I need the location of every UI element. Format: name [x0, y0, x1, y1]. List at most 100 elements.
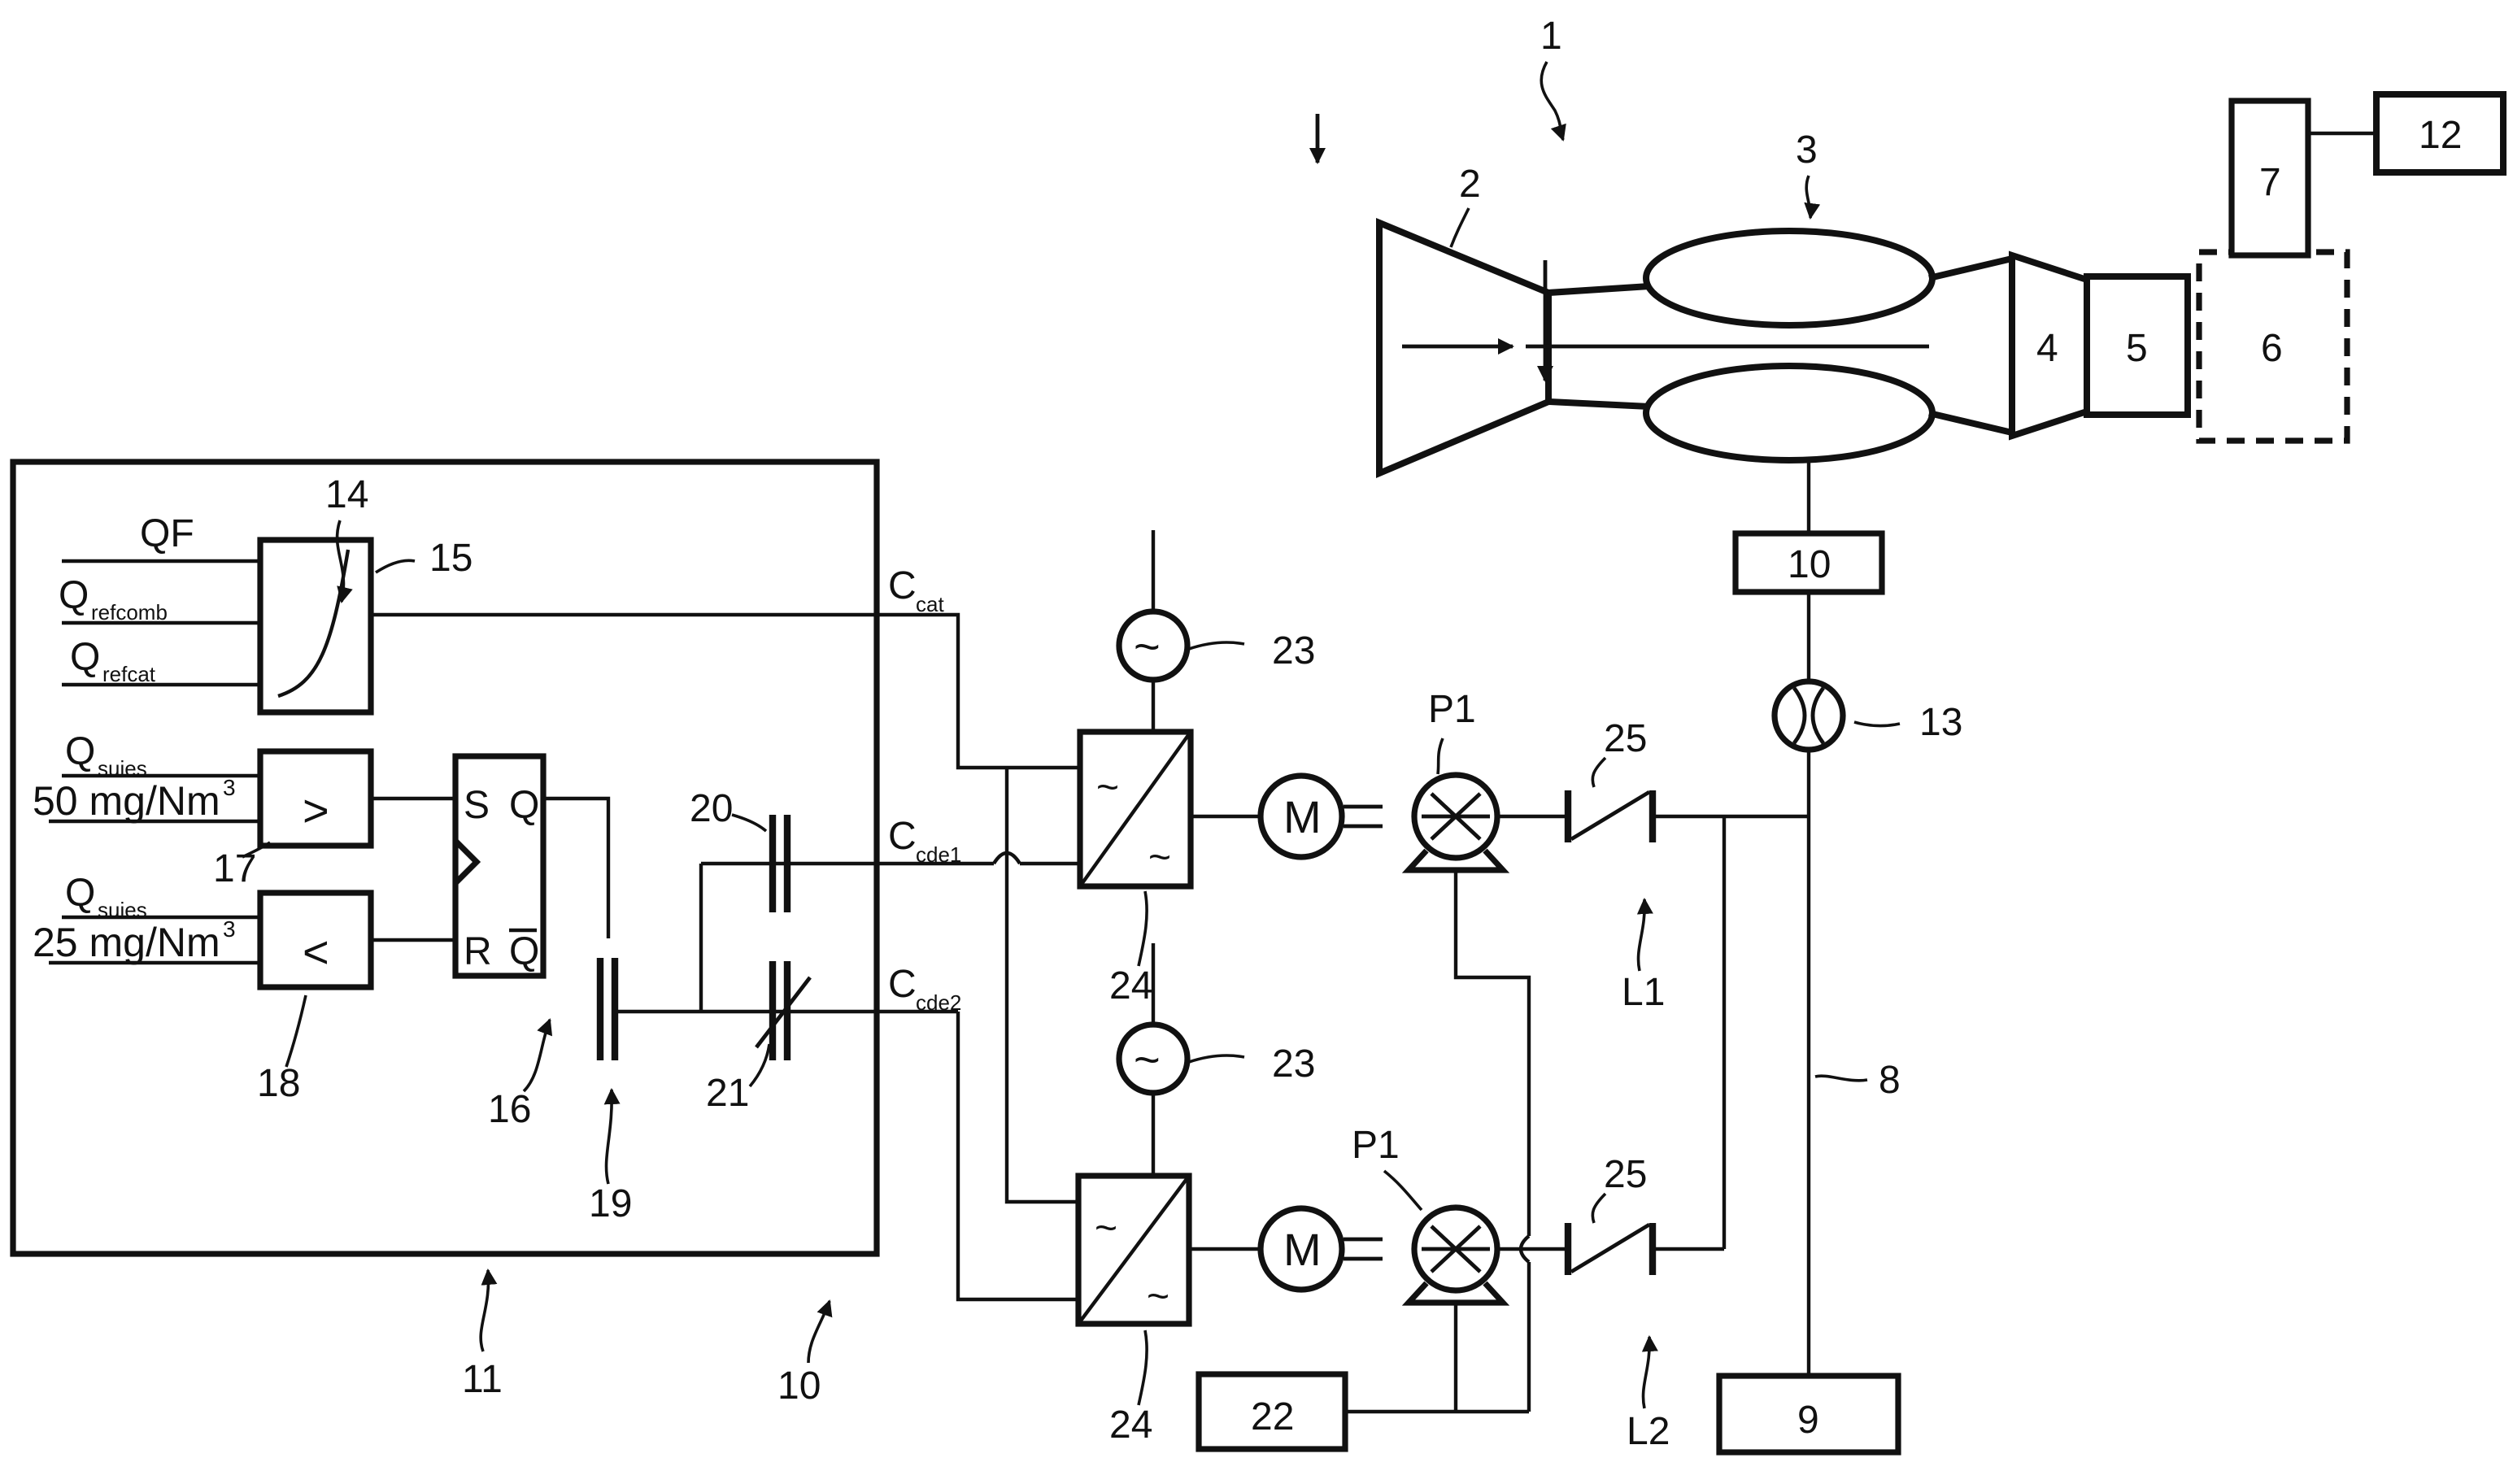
motor-bottom	[1257, 1205, 1345, 1293]
engine-assembly: 1 2 3 4 5 6 7 12	[1309, 15, 2506, 479]
label-7: 7	[2259, 161, 2281, 204]
valve-13	[1771, 678, 1846, 753]
label-ccde2-base: C	[888, 963, 917, 1006]
converter-top-diagonal	[1078, 730, 1192, 888]
label-threshold-low-exp: 3	[223, 916, 236, 942]
leader-8	[1814, 1074, 1868, 1082]
sr-flipflop-box	[452, 753, 547, 979]
label-15: 15	[429, 537, 473, 580]
leader-l2	[1641, 1335, 1658, 1409]
label-1: 1	[1540, 15, 1562, 58]
label-qrefcomb-sub: refcomb	[91, 600, 168, 624]
contact-21-slash	[755, 976, 812, 1049]
leader-16	[522, 1018, 553, 1093]
valve-bottom-slash	[1570, 1222, 1651, 1274]
pump-top-star-icon	[1422, 792, 1490, 841]
label-l1: L1	[1622, 971, 1665, 1014]
command-signal-lines: C cat C cde1 C cde2	[371, 564, 1080, 1302]
box-12	[2373, 91, 2506, 176]
map-curve	[277, 549, 351, 698]
injection-branch-top: ~ 23 ~ ~ 24 M P1 25 L1	[1077, 530, 1809, 1014]
label-2: 2	[1459, 163, 1481, 206]
label-14: 14	[325, 473, 368, 516]
label-qsuies2-base: Q	[65, 872, 95, 915]
q-output-wire	[543, 796, 611, 938]
leader-p1-bottom	[1383, 1169, 1423, 1212]
flipflop-reset: R	[464, 930, 492, 973]
label-24-bottom: 24	[1109, 1403, 1152, 1447]
leader-l1	[1636, 898, 1653, 972]
shaft-bottom	[1344, 1237, 1383, 1261]
valve-13-ball-arcs	[1792, 686, 1825, 745]
ccat-wire	[371, 612, 1080, 770]
label-23-bottom: 23	[1272, 1042, 1315, 1086]
label-22: 22	[1251, 1395, 1294, 1438]
label-ccat-sub: cat	[916, 592, 944, 616]
label-threshold-high: 50 mg/Nm	[33, 778, 220, 824]
flipflop-q: Q	[509, 784, 539, 827]
label-qsuies1-sub: suies	[98, 756, 147, 781]
label-16: 16	[488, 1088, 531, 1131]
leader-14	[335, 520, 353, 603]
leader-20	[731, 813, 768, 833]
label-19: 19	[589, 1182, 632, 1225]
leader-2	[1449, 207, 1470, 248]
ac-source-bottom-sign: ~	[1134, 1034, 1161, 1085]
leader-17	[242, 841, 271, 859]
ac-source-top-sign: ~	[1134, 620, 1161, 672]
label-12: 12	[2419, 114, 2462, 157]
leader-19	[603, 1088, 621, 1185]
label-ccat-base: C	[888, 564, 917, 607]
leader-25-top	[1591, 756, 1607, 788]
label-20: 20	[690, 787, 733, 830]
fan-ellipse-bottom	[1643, 363, 1936, 463]
fan-ellipse-top	[1643, 228, 1936, 329]
label-qrefcat-base: Q	[70, 636, 100, 679]
converter-bottom-ac-in: ~	[1095, 1207, 1117, 1250]
flipflop-chevron	[453, 838, 481, 886]
comparator-low-sign: <	[303, 926, 329, 977]
label-25-top: 25	[1604, 717, 1647, 760]
label-25-bottom: 25	[1604, 1153, 1647, 1196]
leader-24-top	[1137, 890, 1148, 967]
box-9	[1716, 1373, 1901, 1456]
leader-3	[1804, 175, 1821, 220]
label-13: 13	[1919, 701, 1962, 744]
label-10-box: 10	[1788, 543, 1831, 586]
box-7	[2228, 98, 2311, 259]
leader-10-pointer	[807, 1299, 833, 1364]
leader-24-bottom	[1137, 1330, 1148, 1406]
label-6: 6	[2261, 327, 2283, 370]
duct-lines	[1548, 255, 2013, 436]
leader-18	[285, 994, 307, 1068]
label-11: 11	[462, 1358, 503, 1401]
pump-bottom	[1411, 1204, 1500, 1294]
ccat-branch-wire	[1004, 768, 1078, 1204]
label-qrefcat-sub: refcat	[102, 662, 156, 686]
leader-11	[479, 1269, 498, 1352]
leader-13	[1853, 720, 1901, 728]
motor-top-letter: M	[1283, 791, 1322, 842]
label-threshold-low: 25 mg/Nm	[33, 920, 220, 965]
pump-top	[1411, 772, 1500, 861]
converter-bottom-ac-out: ~	[1147, 1275, 1169, 1318]
valve-top-slash	[1570, 790, 1651, 842]
shaft-top	[1344, 804, 1383, 829]
control-unit-block: 15 QF Q refcomb Q refcat 14 > Q suies 50…	[10, 459, 1080, 1408]
pump-top-feet	[1401, 848, 1510, 873]
leader-p1-top	[1436, 738, 1444, 775]
injection-branch-bottom: ~ 23 ~ ~ 24 M P1 25 L2	[1075, 943, 1724, 1453]
leader-23-top	[1188, 641, 1245, 651]
label-5: 5	[2126, 327, 2148, 370]
label-ccde1-base: C	[888, 815, 917, 858]
label-10-pointer: 10	[777, 1364, 821, 1408]
label-p1-top: P1	[1428, 688, 1476, 731]
leader-1	[1540, 61, 1566, 141]
supply-circuit: 22	[1196, 872, 1531, 1452]
flipflop-qbar: Q	[509, 930, 539, 973]
label-threshold-high-exp: 3	[223, 775, 236, 800]
pump-top-suction-wire	[1453, 872, 1531, 1236]
leader-25-bottom	[1591, 1192, 1607, 1224]
tank-box	[1196, 1371, 1348, 1452]
